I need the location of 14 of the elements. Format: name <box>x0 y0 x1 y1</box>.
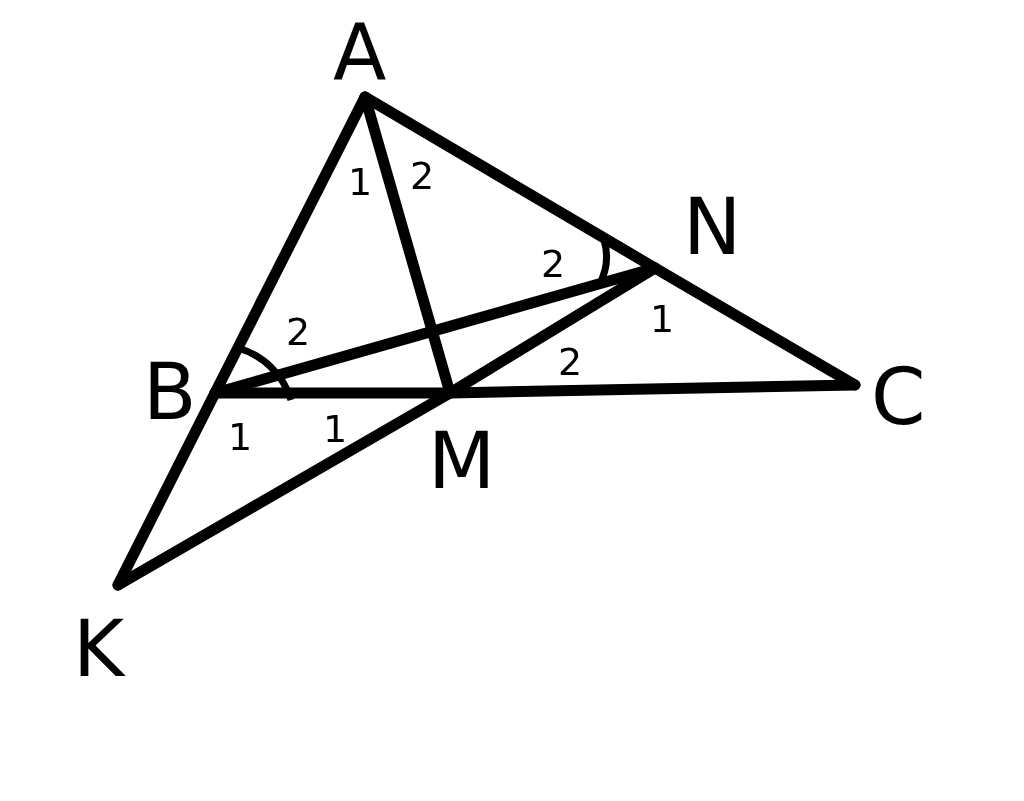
angle-number: 2 <box>541 245 566 283</box>
angle-number: 2 <box>558 343 583 381</box>
angle-number: 1 <box>348 163 373 201</box>
point-label: A <box>333 14 387 92</box>
angle-number: 2 <box>410 157 435 195</box>
point-label: N <box>683 188 742 266</box>
angle-number: 1 <box>323 410 348 448</box>
point-label: B <box>143 353 197 431</box>
angle-number: 1 <box>228 418 253 456</box>
point-label: M <box>428 422 496 500</box>
point-label: K <box>73 610 125 688</box>
angle-number: 1 <box>650 300 675 338</box>
angle-number: 2 <box>286 313 311 351</box>
point-label: C <box>871 358 926 436</box>
